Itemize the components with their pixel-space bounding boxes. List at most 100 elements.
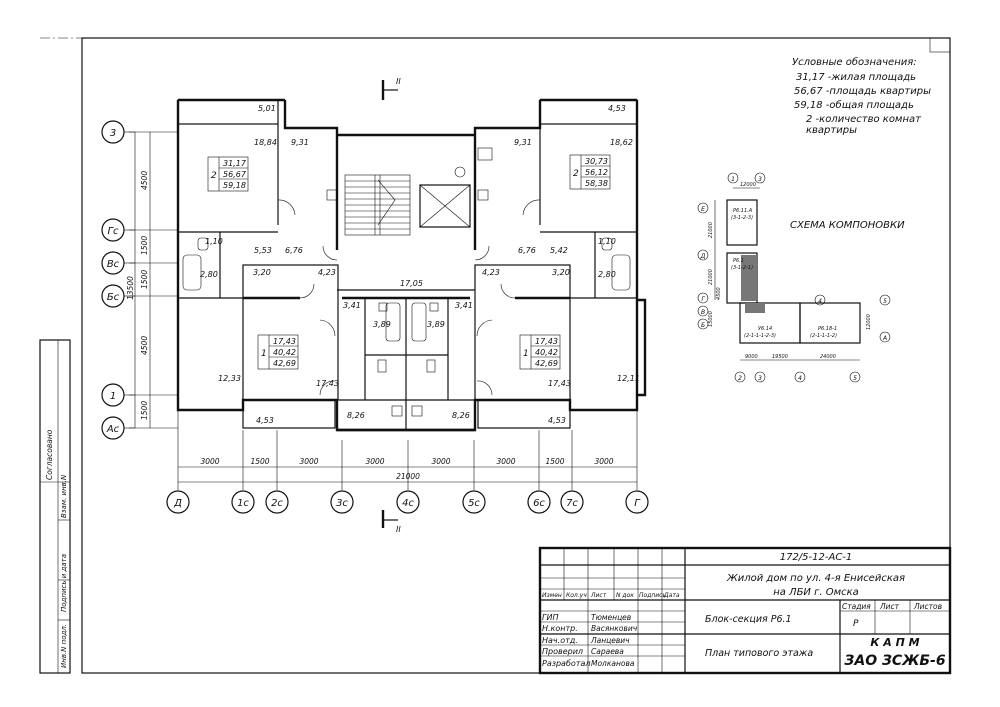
room-area: 12,11 bbox=[617, 374, 640, 383]
svg-text:2: 2 bbox=[573, 169, 579, 179]
svg-text:59,18: 59,18 bbox=[223, 181, 246, 190]
room-area: 5,42 bbox=[550, 246, 568, 255]
scheme-block: Р6.1 bbox=[733, 258, 744, 264]
svg-text:31,17: 31,17 bbox=[223, 159, 247, 168]
room-area: 5,53 bbox=[254, 246, 272, 255]
dim-text: 21000 bbox=[396, 472, 420, 481]
section-name: Блок-секция Р6.1 bbox=[705, 614, 792, 625]
stamp-replace: Взам. инв.N bbox=[60, 474, 68, 518]
dim-text: 13500 bbox=[126, 276, 135, 300]
svg-text:II: II bbox=[396, 77, 401, 86]
scheme-block: (2-1-1-1-2) bbox=[810, 333, 837, 339]
doc-code: 172/5-12-АС-1 bbox=[780, 552, 853, 563]
dim-text: 3000 bbox=[365, 457, 384, 466]
dim-text: 3000 bbox=[594, 457, 613, 466]
axis-label: Гс bbox=[107, 226, 119, 237]
staff-name: Тюменцев bbox=[591, 613, 631, 622]
scheme-block: (3-1-2-1) bbox=[731, 265, 753, 271]
room-area: 9,31 bbox=[514, 138, 532, 147]
room-area: 4,53 bbox=[256, 416, 274, 425]
col-header: N док bbox=[616, 592, 634, 599]
sheet-title: План типового этажа bbox=[705, 648, 813, 659]
legend-title: Условные обозначения: bbox=[792, 56, 917, 68]
title-block: 172/5-12-АС-1 Жилой дом по ул. 4-я Енисе… bbox=[538, 546, 952, 675]
frame-corner-box bbox=[929, 37, 951, 53]
dim-text: 1500 bbox=[250, 457, 269, 466]
dim-text: 3000 bbox=[299, 457, 318, 466]
svg-text:30,73: 30,73 bbox=[585, 157, 608, 166]
staff-name: Васянкович bbox=[591, 624, 638, 633]
scheme-axis: 5 bbox=[883, 298, 887, 305]
axis-label: 7с bbox=[566, 498, 578, 509]
section-mark-top: II bbox=[381, 77, 401, 100]
section-mark-bottom: II bbox=[381, 510, 401, 534]
axis-label: Г bbox=[634, 498, 641, 509]
scheme-dim: 24000 bbox=[820, 354, 836, 360]
svg-text:1: 1 bbox=[523, 349, 529, 359]
dim-text: 1500 bbox=[140, 401, 149, 420]
svg-text:40,42: 40,42 bbox=[273, 348, 296, 357]
dim-text: 1500 bbox=[140, 270, 149, 289]
staff-name: Молканова bbox=[591, 659, 635, 668]
room-area: 1,10 bbox=[598, 237, 616, 246]
stamp-agreed: Согласовано bbox=[45, 429, 54, 480]
staff-name: Ланцевич bbox=[590, 636, 630, 645]
floor-plan bbox=[176, 98, 647, 432]
dim-text: 3000 bbox=[496, 457, 515, 466]
scheme-axis: 4 bbox=[818, 298, 822, 305]
staff-role: Н.контр. bbox=[542, 624, 578, 633]
project-place: на ЛБИ г. Омска bbox=[773, 587, 859, 598]
scheme-axis: 4 bbox=[798, 375, 802, 382]
scheme-dim: 15000 bbox=[708, 311, 714, 327]
svg-text:56,12: 56,12 bbox=[585, 168, 608, 177]
axis-label: 6с bbox=[533, 498, 545, 509]
col-header: Кол.уч bbox=[566, 592, 587, 599]
bottom-dimension-chain: 3000 1500 3000 3000 3000 3000 1500 3000 … bbox=[177, 410, 638, 490]
room-area: 3,41 bbox=[343, 301, 361, 310]
scheme-axis: 1 bbox=[731, 176, 735, 183]
room-area: 4,23 bbox=[482, 268, 500, 277]
dim-text: 1500 bbox=[140, 236, 149, 255]
legend-row: 59,18 -общая площадь bbox=[794, 99, 914, 111]
svg-text:56,67: 56,67 bbox=[223, 170, 247, 179]
staff-role: Нач.отд. bbox=[542, 636, 578, 645]
side-stamp: Согласовано Взам. инв.N Подпись и дата И… bbox=[39, 339, 71, 674]
axis-label: 3 bbox=[110, 128, 116, 139]
room-area: 17,43 bbox=[548, 379, 571, 388]
room-area: 18,62 bbox=[610, 138, 633, 147]
room-area: 3,41 bbox=[455, 301, 473, 310]
scheme-dim: 21000 bbox=[708, 269, 714, 285]
room-area: 3,20 bbox=[552, 268, 570, 277]
room-area: 18,84 bbox=[254, 138, 277, 147]
room-area: 4,53 bbox=[548, 416, 566, 425]
room-area: 17,43 bbox=[316, 379, 339, 388]
dim-text: 4500 bbox=[140, 171, 149, 190]
svg-text:17,43: 17,43 bbox=[535, 337, 558, 346]
col-header: Дата bbox=[663, 592, 680, 599]
scheme-axis: 2 bbox=[738, 375, 742, 382]
room-area: 2,80 bbox=[598, 270, 616, 279]
scheme-axis: 5 bbox=[853, 375, 857, 382]
project-name: Жилой дом по ул. 4-я Енисейская bbox=[726, 573, 905, 584]
legend: Условные обозначения: 31,17 -жилая площа… bbox=[792, 56, 931, 136]
scheme-axis: А bbox=[882, 335, 887, 342]
svg-text:2: 2 bbox=[211, 171, 217, 181]
svg-text:58,38: 58,38 bbox=[585, 179, 608, 188]
axis-label: 4с bbox=[402, 498, 414, 509]
scheme-axis: В bbox=[701, 309, 705, 316]
scheme-dim: 12000 bbox=[740, 182, 756, 188]
scheme-axis: Д bbox=[700, 253, 706, 260]
apartment-stamp: 1 17,43 40,42 42,69 bbox=[257, 334, 299, 370]
room-area: 17,05 bbox=[400, 279, 423, 288]
axis-label: Вс bbox=[107, 259, 120, 270]
room-area: 3,89 bbox=[373, 320, 391, 329]
stage-header: Лист bbox=[879, 602, 900, 611]
room-area: 1,10 bbox=[205, 237, 223, 246]
dim-text: 4500 bbox=[140, 336, 149, 355]
legend-row: квартиры bbox=[806, 125, 857, 136]
col-header: Измен bbox=[542, 592, 562, 599]
scheme-block: У6.14 bbox=[758, 326, 772, 332]
org-logo: К А П М bbox=[870, 636, 919, 649]
dim-text: 3000 bbox=[431, 457, 450, 466]
